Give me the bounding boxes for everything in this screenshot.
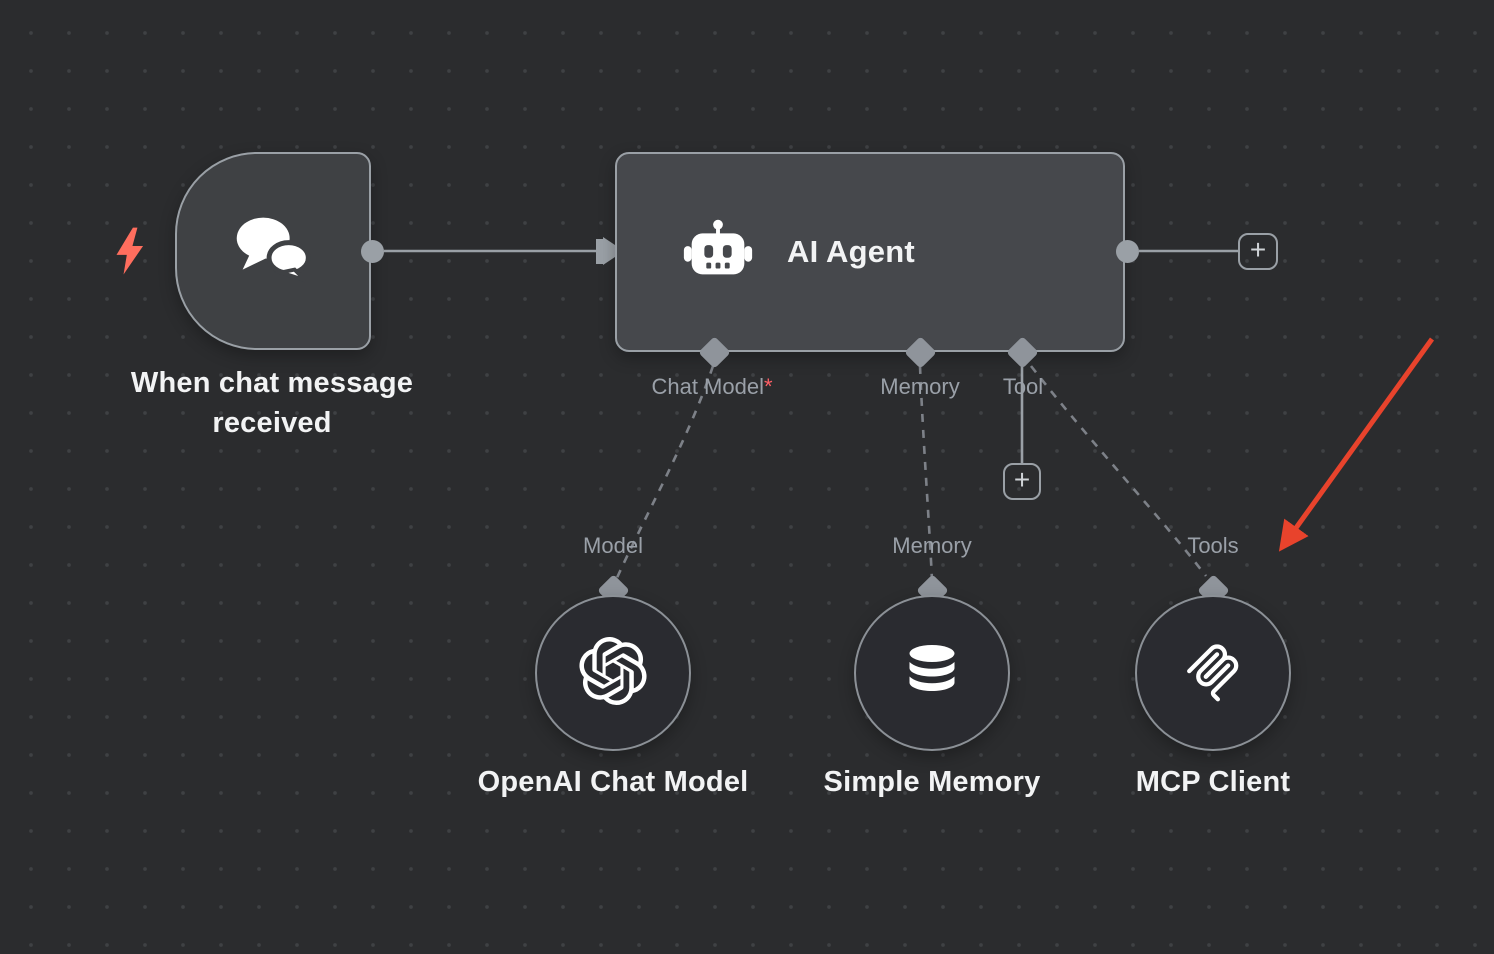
required-asterisk: * bbox=[763, 374, 773, 399]
add-node-button[interactable]: + bbox=[1238, 233, 1278, 270]
port-memory-label: Memory bbox=[880, 374, 960, 399]
robot-icon bbox=[679, 218, 757, 287]
trigger-node-title: When chat message received bbox=[130, 367, 414, 440]
simple-memory-node-title: Simple Memory bbox=[823, 766, 1041, 798]
chat-bubbles-icon bbox=[224, 209, 322, 294]
node-ai-agent[interactable]: AI Agent bbox=[615, 152, 1125, 352]
subnode-tools-port-label: Tools bbox=[1187, 533, 1239, 558]
mcp-client-node-title: MCP Client bbox=[1135, 766, 1291, 798]
subnode-memory-port-label: Memory bbox=[892, 533, 972, 558]
plus-icon: + bbox=[1013, 464, 1031, 495]
plus-icon: + bbox=[1249, 234, 1267, 265]
lightning-bolt-icon bbox=[110, 226, 148, 276]
mcp-logo-icon bbox=[1181, 639, 1245, 708]
node-when-chat-message-received[interactable] bbox=[175, 152, 371, 350]
subnode-model-port-label: Model bbox=[583, 533, 643, 558]
agent-output-dot[interactable] bbox=[1116, 240, 1139, 263]
port-chat-model-label: Chat Model* bbox=[651, 374, 772, 400]
openai-logo-icon bbox=[579, 636, 647, 710]
node-simple-memory[interactable] bbox=[854, 595, 1010, 751]
database-icon bbox=[902, 641, 962, 706]
agent-node-title: AI Agent bbox=[787, 234, 915, 269]
node-mcp-client[interactable] bbox=[1135, 595, 1291, 751]
connection-tools-dashed[interactable] bbox=[1029, 365, 1208, 577]
port-tool-label: Tool bbox=[1002, 374, 1044, 399]
add-tool-button[interactable]: + bbox=[1003, 463, 1041, 500]
trigger-output-dot[interactable] bbox=[361, 240, 384, 263]
openai-node-title: OpenAI Chat Model bbox=[477, 766, 749, 798]
annotation-red-arrow bbox=[1278, 337, 1435, 552]
port-chat-model-text: Chat Model bbox=[651, 374, 764, 399]
node-openai-chat-model[interactable] bbox=[535, 595, 691, 751]
